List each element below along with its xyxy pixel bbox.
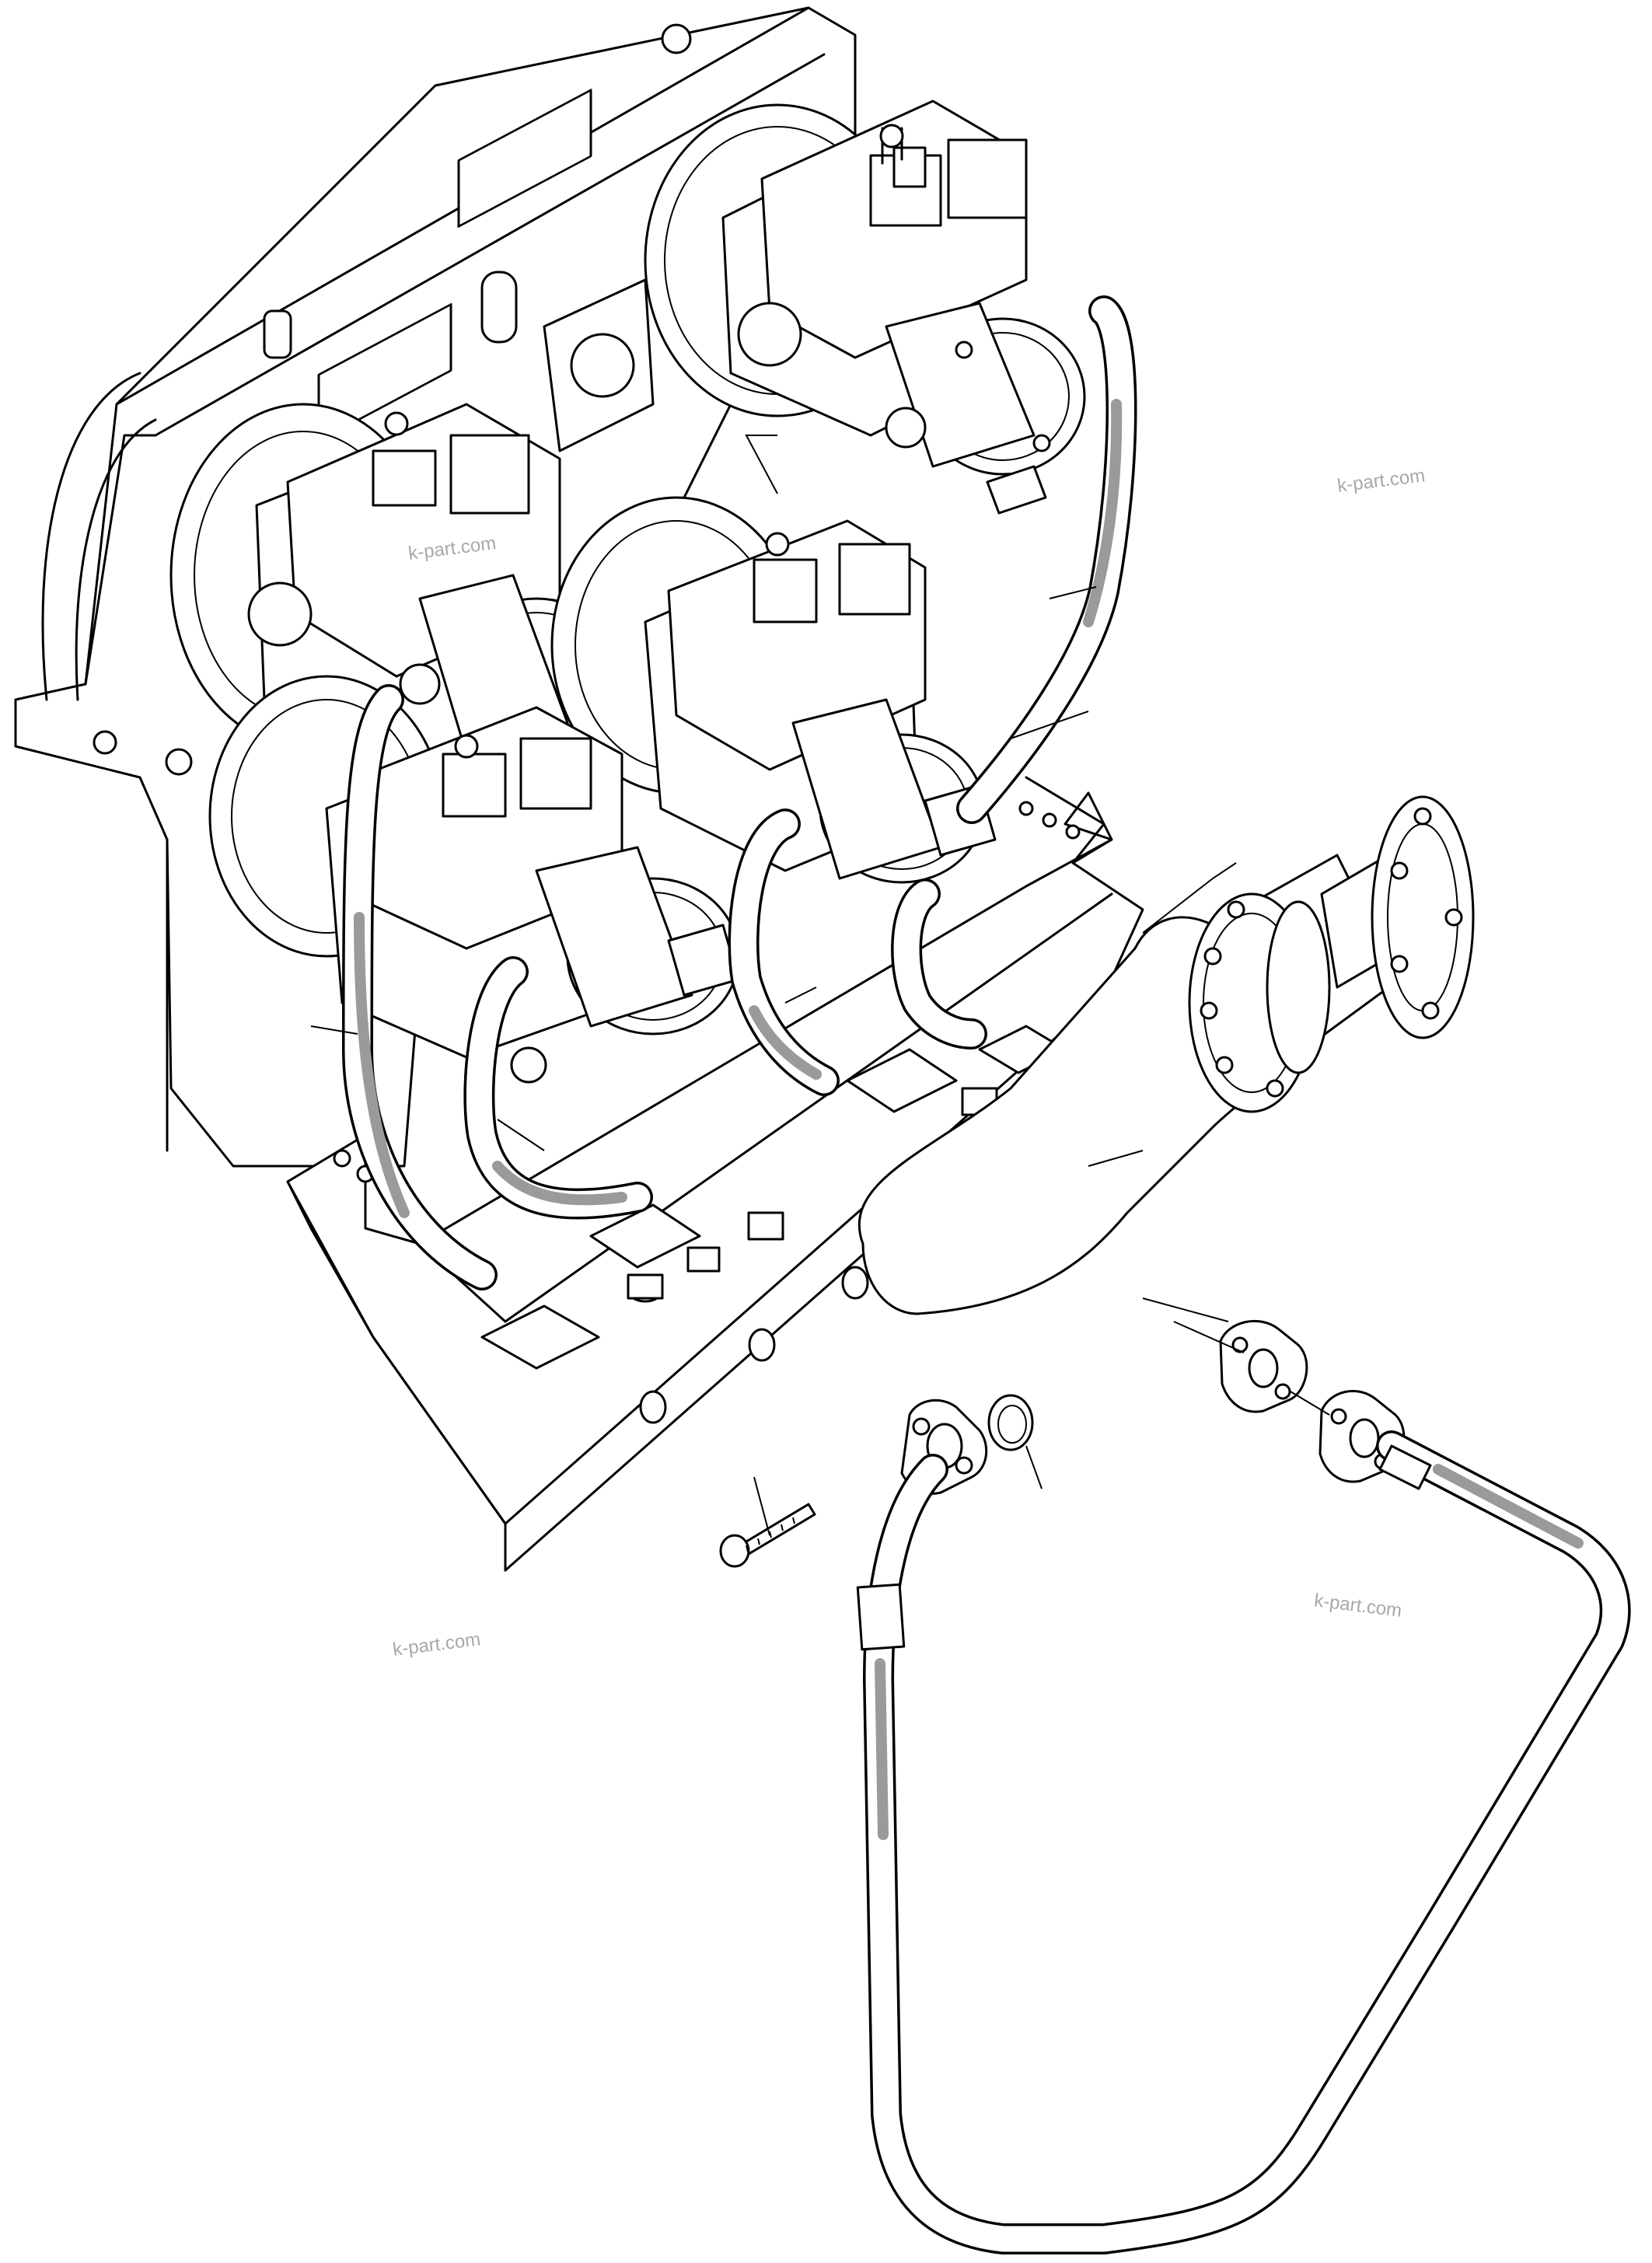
frame-bushings: [627, 1087, 998, 1424]
flange-bolt-holes: [1200, 807, 1463, 1098]
frame-square-openings: [480, 1025, 1067, 1370]
pump-assembly-middle: [550, 496, 997, 884]
leader-lines: [310, 435, 1330, 1536]
pump-hoses: [342, 295, 1137, 1290]
pump-assembly-lower: [208, 675, 740, 1084]
split-flange-upper: [1219, 1319, 1308, 1413]
mounting-frame: [286, 776, 1144, 1572]
pump-assembly-upper-right: [644, 100, 1086, 515]
main-hose-assembly: [856, 1430, 1631, 2254]
drive-shaft-tube: [857, 795, 1475, 1315]
o-ring: [987, 1394, 1034, 1451]
split-flange-lower: [1318, 1389, 1406, 1483]
bolt: [719, 1503, 816, 1568]
